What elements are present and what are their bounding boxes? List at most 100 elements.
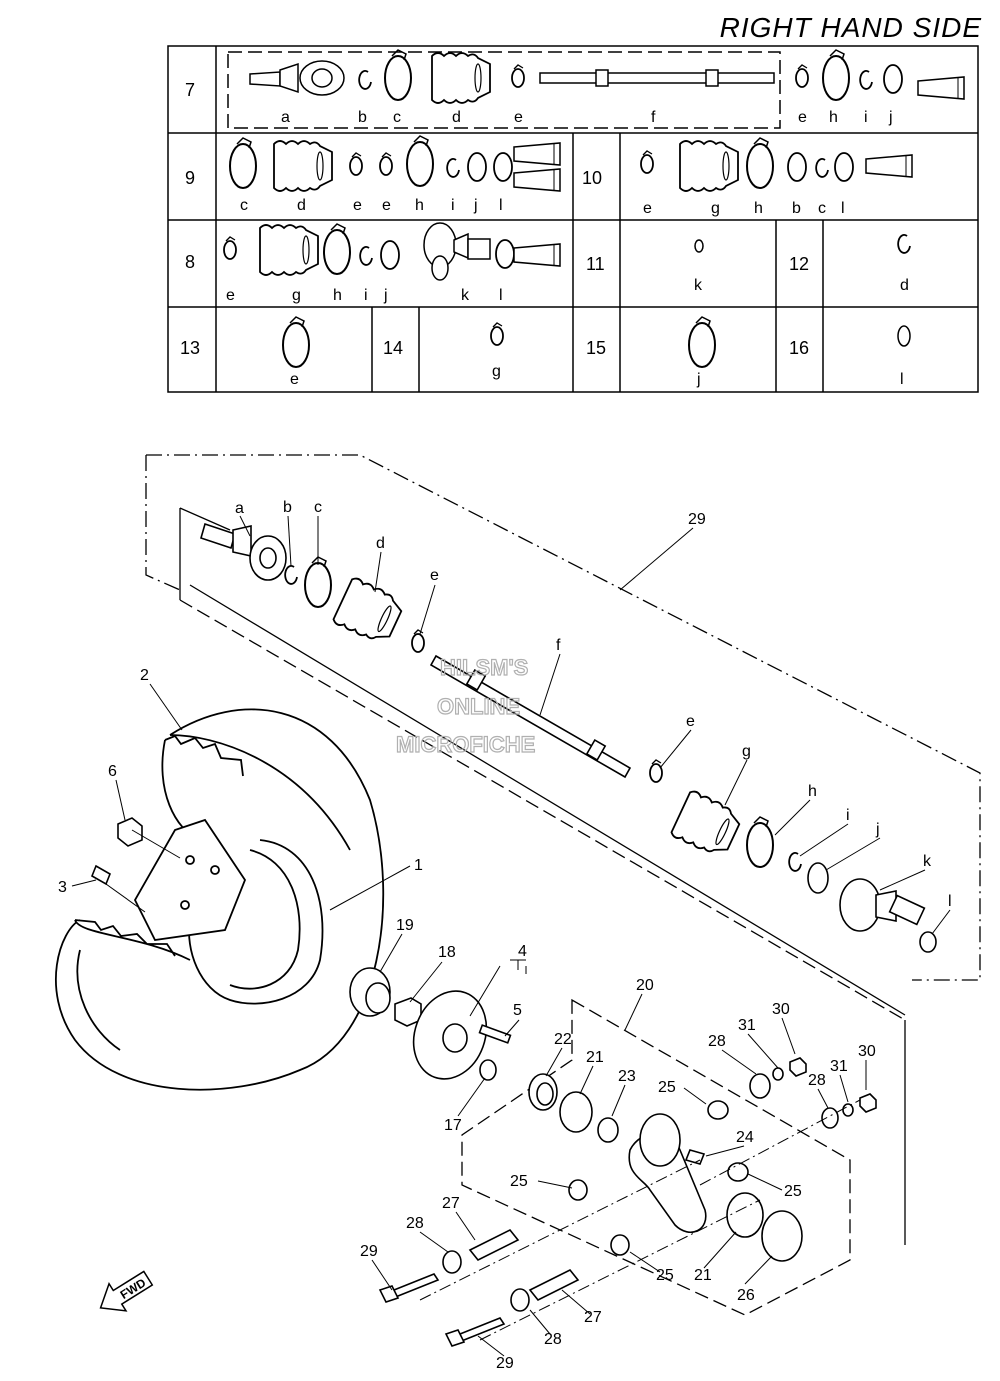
callout-29-top: 29 bbox=[688, 511, 706, 528]
callout-25d: 25 bbox=[656, 1267, 674, 1284]
callout-23: 23 bbox=[618, 1068, 636, 1085]
row9-letter-e2: e bbox=[382, 197, 391, 214]
row7-letter-b: b bbox=[358, 109, 367, 126]
fwd-arrow: FWD bbox=[99, 1270, 154, 1312]
callout-31b: 31 bbox=[830, 1058, 848, 1075]
shaft-parts bbox=[200, 522, 937, 953]
row-7-parts bbox=[249, 49, 965, 104]
row8-letter-i: i bbox=[364, 287, 368, 304]
row9-letter-l: l bbox=[499, 197, 503, 214]
shaft-letter-d: d bbox=[376, 535, 385, 552]
row10-letter-g: g bbox=[711, 200, 720, 217]
shaft-letter-i: i bbox=[846, 807, 850, 824]
row10-letter-e: e bbox=[643, 200, 652, 217]
callout-24: 24 bbox=[736, 1129, 754, 1146]
shaft-letter-h: h bbox=[808, 783, 817, 800]
shaft-letters: a b c d e f e g h i j k l bbox=[235, 499, 952, 910]
row7-letter-j: j bbox=[888, 109, 893, 126]
watermark: HILSM'S ONLINE MICROFICHE bbox=[395, 654, 536, 757]
callout-17: 17 bbox=[444, 1117, 462, 1134]
row8-letter-h: h bbox=[333, 287, 342, 304]
row16-letter-l: l bbox=[900, 371, 904, 388]
row-10-letters: e g h b c l bbox=[643, 200, 845, 217]
row-14-number: 14 bbox=[383, 338, 403, 358]
row11-letter-k: k bbox=[694, 277, 703, 294]
arm-parts bbox=[378, 1057, 877, 1347]
callout-29b: 29 bbox=[496, 1355, 514, 1372]
callout-28c: 28 bbox=[406, 1215, 424, 1232]
callout-28d: 28 bbox=[544, 1331, 562, 1348]
shaft-letter-e: e bbox=[430, 567, 439, 584]
shaft-letter-g: g bbox=[742, 743, 751, 760]
callout-29a: 29 bbox=[360, 1243, 378, 1260]
row-8-parts bbox=[223, 222, 561, 281]
row12-letter-d: d bbox=[900, 277, 909, 294]
callouts: 2 6 3 1 19 18 4 5 17 20 22 21 23 25 28 3… bbox=[58, 667, 876, 1372]
row9-letter-c: c bbox=[240, 197, 248, 214]
shaft-letter-a: a bbox=[235, 500, 244, 517]
callout-4: 4 bbox=[518, 943, 527, 960]
shaft-letter-e2: e bbox=[686, 713, 695, 730]
callout-30b: 30 bbox=[858, 1043, 876, 1060]
row-8-number: 8 bbox=[185, 252, 195, 272]
row-11-number: 11 bbox=[586, 254, 605, 274]
row-10-parts bbox=[640, 137, 913, 192]
row7-letter-e: e bbox=[514, 109, 523, 126]
row9-letter-j: j bbox=[473, 197, 478, 214]
row10-letter-c: c bbox=[818, 200, 826, 217]
arm-axis-lines bbox=[419, 1099, 861, 1341]
row9-letter-e: e bbox=[353, 197, 362, 214]
row-9-parts bbox=[229, 135, 561, 192]
row9-letter-i: i bbox=[451, 197, 455, 214]
row13-letter-e: e bbox=[290, 371, 299, 388]
shaft-assembly-outline bbox=[145, 454, 981, 1245]
shaft-letter-c: c bbox=[314, 499, 322, 516]
callout-21a: 21 bbox=[586, 1049, 604, 1066]
callout-1: 1 bbox=[414, 857, 423, 874]
callout-31a: 31 bbox=[738, 1017, 756, 1034]
shaft-letter-j: j bbox=[875, 821, 880, 838]
row14-letter-g: g bbox=[492, 363, 501, 380]
row10-letter-l: l bbox=[841, 200, 845, 217]
watermark-line-1: HILSM'S bbox=[440, 655, 528, 680]
row-15-number: 15 bbox=[586, 338, 606, 358]
row10-letter-h: h bbox=[754, 200, 763, 217]
callout-28a: 28 bbox=[708, 1033, 726, 1050]
callout-19: 19 bbox=[396, 917, 414, 934]
shaft-letter-k: k bbox=[923, 853, 932, 870]
row7-letter-c: c bbox=[393, 109, 401, 126]
callout-25c: 25 bbox=[784, 1183, 802, 1200]
tire-and-rim bbox=[54, 708, 385, 1091]
callout-18: 18 bbox=[438, 944, 456, 961]
callout-27a: 27 bbox=[442, 1195, 460, 1212]
callout-leaders bbox=[71, 683, 867, 1357]
row-12-number: 12 bbox=[789, 254, 809, 274]
kit-table bbox=[167, 45, 979, 393]
row8-letter-l: l bbox=[499, 287, 503, 304]
row-13-number: 13 bbox=[180, 338, 200, 358]
row-16-number: 16 bbox=[789, 338, 809, 358]
row-8-letters: e g h i j k l bbox=[226, 287, 503, 304]
row8-letter-g: g bbox=[292, 287, 301, 304]
row7-letter-e2: e bbox=[798, 109, 807, 126]
row7-letter-i: i bbox=[864, 109, 868, 126]
callout-30a: 30 bbox=[772, 1001, 790, 1018]
callout-25b: 25 bbox=[510, 1173, 528, 1190]
row7-letter-h: h bbox=[829, 109, 838, 126]
callout-5: 5 bbox=[513, 1002, 522, 1019]
callout-22: 22 bbox=[554, 1031, 572, 1048]
row7-letter-d: d bbox=[452, 109, 461, 126]
hub-parts bbox=[349, 967, 512, 1081]
row9-letter-h: h bbox=[415, 197, 424, 214]
row-10-number: 10 bbox=[582, 168, 602, 188]
row-7-number: 7 bbox=[185, 80, 195, 100]
shaft-letter-b: b bbox=[283, 499, 292, 516]
row10-letter-b: b bbox=[792, 200, 801, 217]
row7-letter-a: a bbox=[281, 109, 290, 126]
shaft-leaders bbox=[239, 515, 951, 935]
row7-letter-f: f bbox=[651, 109, 656, 126]
row8-letter-e: e bbox=[226, 287, 235, 304]
page-title: RIGHT HAND SIDE bbox=[719, 12, 982, 43]
shaft-letter-f: f bbox=[556, 637, 561, 654]
callout-6: 6 bbox=[108, 763, 117, 780]
